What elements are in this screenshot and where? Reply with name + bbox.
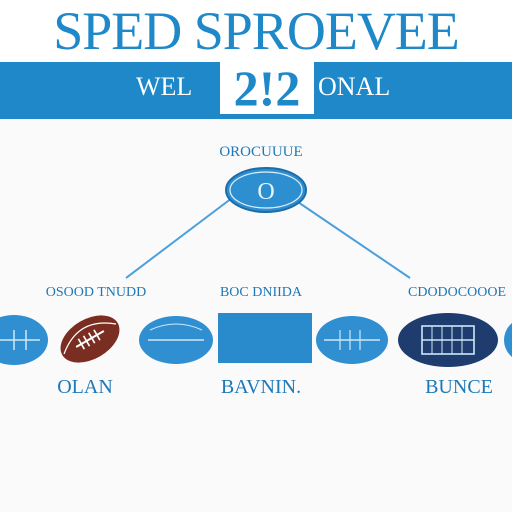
football-icon (60, 315, 120, 363)
football-icon (139, 316, 213, 364)
node-label-right: CDODOCOOOE (408, 285, 506, 300)
football-icon (504, 323, 512, 357)
root-node-glyph: O (257, 179, 274, 205)
page-title: SPED SPROEVEE (0, 0, 512, 62)
subtitle-left: WEL (136, 72, 193, 101)
connector-right (291, 197, 411, 279)
connector-left (125, 197, 233, 279)
bottom-label-left: OLAN (57, 376, 113, 398)
node-label-left: OSOOD TNUDD (45, 285, 147, 300)
year-badge: 2!2 (220, 62, 314, 114)
football-icon (398, 313, 498, 367)
root-label: OROCUUUE (219, 144, 303, 160)
football-icon (0, 315, 48, 365)
subtitle-right: ONAL (318, 72, 391, 101)
root-node: O (225, 167, 307, 213)
football-icon (316, 316, 388, 364)
bottom-label-right: BUNCE (425, 376, 493, 398)
node-label-center: BOC DNIIDA (219, 285, 303, 300)
bottom-label-center: BAVNIN. (220, 376, 302, 398)
center-block (218, 313, 312, 363)
